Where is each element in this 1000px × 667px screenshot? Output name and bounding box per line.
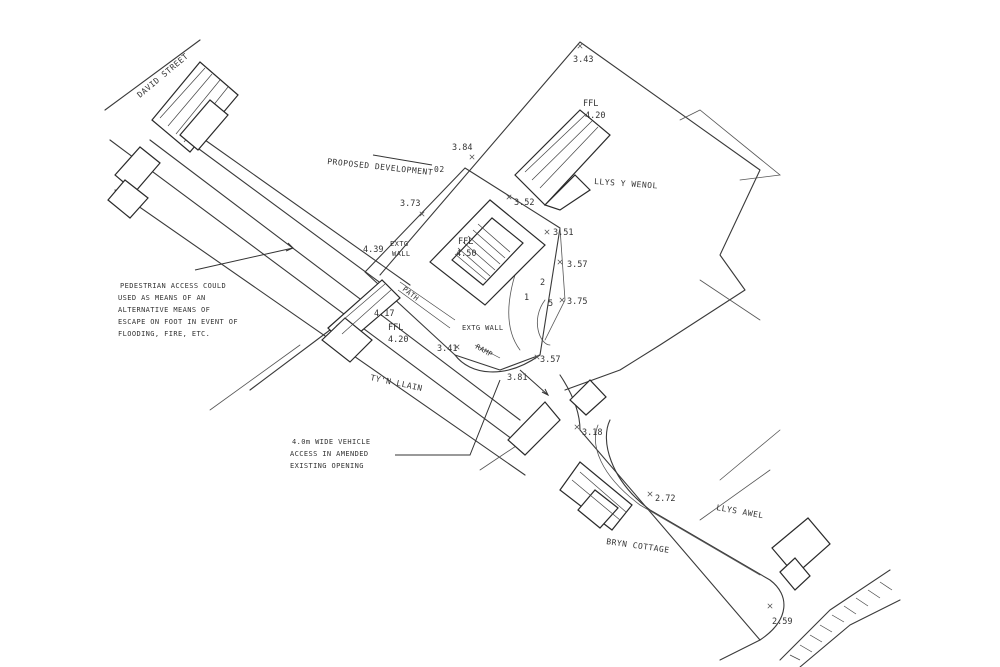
svg-text:3.57: 3.57 — [540, 355, 560, 365]
building-tyn-llain — [321, 279, 401, 363]
label-proposed: PROPOSED DEVELOPMENT — [327, 157, 434, 177]
svg-text:FFL: FFL — [458, 237, 473, 247]
svg-text:3.18: 3.18 — [582, 428, 602, 438]
svg-text:FFL: FFL — [388, 323, 403, 333]
label-tyn-llain: TY'N LLAIN — [370, 373, 424, 393]
svg-text:3.57: 3.57 — [567, 260, 587, 270]
svg-text:ESCAPE ON FOOT IN EVENT OF: ESCAPE ON FOOT IN EVENT OF — [118, 318, 238, 326]
level-markers — [419, 43, 773, 609]
svg-text:ALTERNATIVE MEANS OF: ALTERNATIVE MEANS OF — [118, 306, 210, 314]
svg-text:4.0m WIDE VEHICLE: 4.0m WIDE VEHICLE — [292, 438, 370, 446]
svg-text:WALL: WALL — [392, 250, 410, 258]
buildings — [107, 61, 831, 591]
label-llys-awel: LLYS AWEL — [716, 503, 765, 520]
svg-text:2.72: 2.72 — [655, 494, 675, 504]
building-llys-awel — [771, 517, 831, 591]
svg-text:3.41: 3.41 — [437, 344, 457, 354]
svg-text:1: 1 — [524, 293, 529, 303]
svg-text:USED AS MEANS OF AN: USED AS MEANS OF AN — [118, 294, 206, 302]
svg-text:EXTG: EXTG — [390, 240, 408, 248]
svg-text:3.75: 3.75 — [567, 297, 587, 307]
spot-levels: 3.43 3.84 3.73 3.52 3.51 3.57 4.39 3.75 … — [363, 55, 792, 627]
leader-lines — [194, 154, 550, 456]
building-llys-y-wennol — [514, 109, 611, 211]
building-david-street-1 — [151, 61, 239, 153]
svg-text:3.51: 3.51 — [553, 228, 573, 238]
svg-text:5: 5 — [548, 299, 553, 309]
svg-text:4.50: 4.50 — [456, 249, 476, 259]
label-llys-y-wennol: LLYS Y WENOL — [594, 177, 658, 190]
vehicle-note: 4.0m WIDE VEHICLE ACCESS IN AMENDED EXIS… — [290, 438, 370, 470]
svg-text:EXTG WALL: EXTG WALL — [462, 324, 504, 332]
building-david-street-3 — [107, 146, 161, 219]
building-entrance-west — [507, 401, 561, 456]
svg-text:4.17: 4.17 — [374, 309, 394, 319]
path-hatch — [397, 281, 501, 359]
svg-text:2: 2 — [540, 278, 545, 288]
svg-text:ACCESS IN AMENDED: ACCESS IN AMENDED — [290, 450, 368, 458]
svg-text:EXISTING OPENING: EXISTING OPENING — [290, 462, 364, 470]
svg-text:FFL: FFL — [583, 99, 598, 109]
svg-text:3.84: 3.84 — [452, 143, 472, 153]
svg-text:3.43: 3.43 — [573, 55, 593, 65]
svg-text:PEDESTRIAN ACCESS COULD: PEDESTRIAN ACCESS COULD — [120, 282, 226, 290]
svg-text:4.39: 4.39 — [363, 245, 383, 255]
svg-text:FLOODING, FIRE, ETC.: FLOODING, FIRE, ETC. — [118, 330, 210, 338]
road-lines — [104, 39, 541, 476]
building-entrance-east — [569, 379, 607, 416]
building-bryn-cottage — [559, 461, 633, 531]
svg-text:4.20: 4.20 — [388, 335, 408, 345]
svg-text:3.73: 3.73 — [400, 199, 420, 209]
hatched-bank — [779, 569, 901, 667]
svg-text:2.59: 2.59 — [772, 617, 792, 627]
svg-text:RAMP: RAMP — [474, 343, 494, 359]
svg-text:3.52: 3.52 — [514, 198, 534, 208]
label-plot-no: 02 — [434, 165, 445, 174]
building-proposed — [429, 199, 546, 306]
svg-text:3.81: 3.81 — [507, 373, 527, 383]
pedestrian-note: PEDESTRIAN ACCESS COULD USED AS MEANS OF… — [118, 282, 238, 338]
building-david-street-2 — [179, 99, 229, 151]
svg-text:4.20: 4.20 — [585, 111, 605, 121]
north-boundary — [379, 41, 781, 391]
label-bryn-cottage: BRYN COTTAGE — [606, 537, 670, 555]
